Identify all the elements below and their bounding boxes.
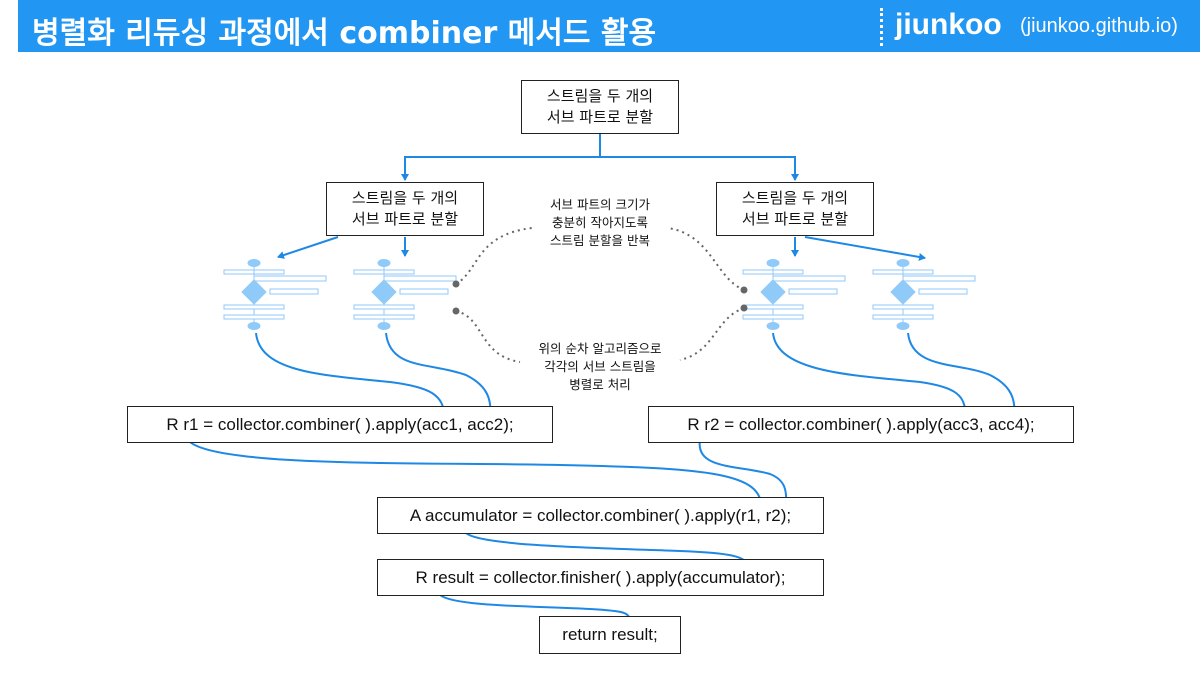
return-box: return result; [539, 616, 681, 654]
split-connector-top [401, 134, 799, 181]
combine-connectors [187, 439, 791, 624]
flowchart-2 [353, 259, 457, 330]
note-callouts [455, 227, 745, 363]
combiner-box-r1: R r1 = collector.combiner( ).apply(acc1,… [127, 406, 553, 443]
split-box-right: 스트림을 두 개의 서브 파트로 분할 [716, 182, 874, 236]
split-box-root: 스트림을 두 개의 서브 파트로 분할 [521, 80, 679, 134]
split-box-left: 스트림을 두 개의 서브 파트로 분할 [326, 182, 484, 236]
note-parallel-process: 위의 순차 알고리즘으로 각각의 서브 스트림을 병렬로 처리 [538, 341, 662, 392]
split-connector-left [277, 236, 409, 259]
flowchart-4 [872, 259, 976, 330]
callout-dots [452, 280, 748, 315]
note-repeat-split: 서브 파트의 크기가 충분히 작아지도록 스트림 분할을 반복 [550, 197, 650, 248]
split-connector-right [791, 236, 926, 261]
flowchart-3 [742, 259, 846, 330]
title-banner [18, 0, 1200, 52]
finisher-box: R result = collector.finisher( ).apply(a… [377, 559, 824, 596]
combiner-box-accumulator: A accumulator = collector.combiner( ).ap… [377, 497, 824, 534]
flowchart-1 [223, 259, 327, 330]
result-connectors [255, 332, 1019, 419]
header-separator [880, 8, 883, 46]
page-title: 병렬화 리듀싱 과정에서 combiner 메서드 활용 [32, 16, 657, 51]
brand-name: jiunkoo [895, 8, 1002, 41]
combiner-box-r2: R r2 = collector.combiner( ).apply(acc3,… [648, 406, 1074, 443]
brand-url: (jiunkoo.github.io) [1020, 15, 1178, 37]
